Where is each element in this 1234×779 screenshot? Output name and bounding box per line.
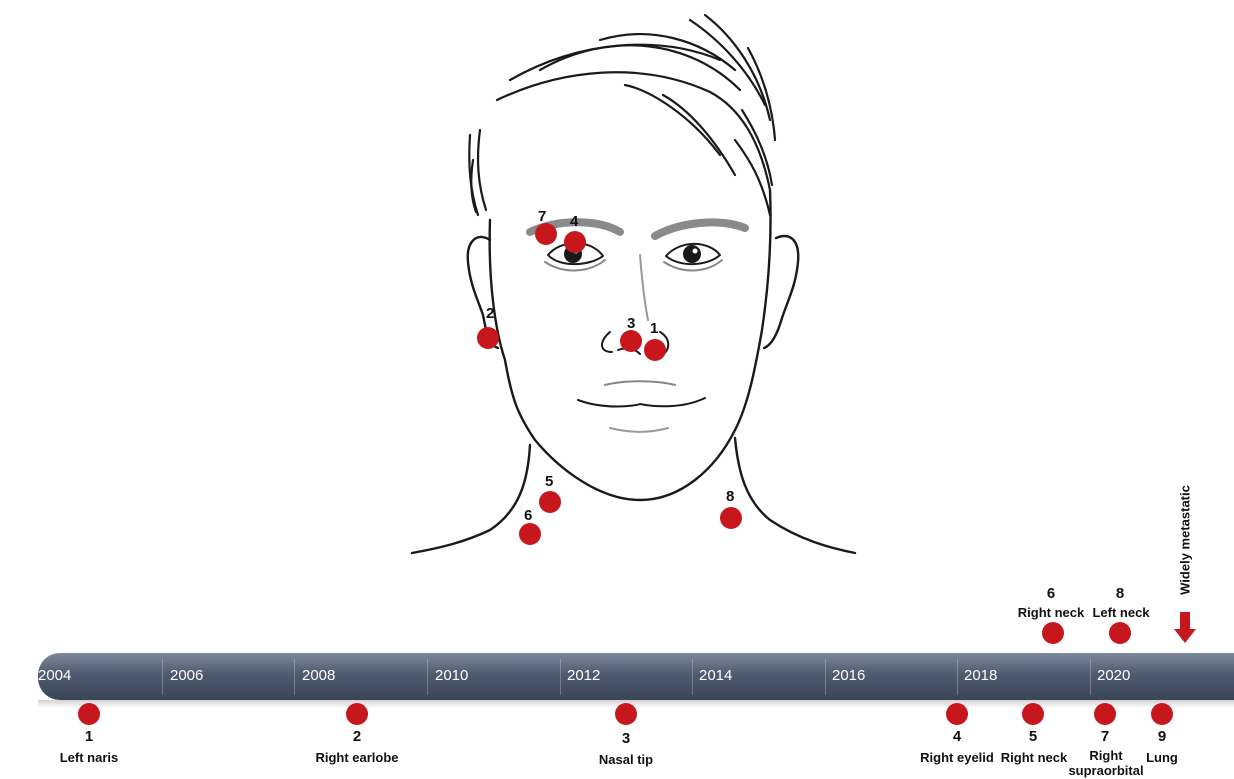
event-dot-icon (946, 703, 968, 725)
face-lesion-number: 2 (486, 306, 494, 321)
end-marker-label-wrap: Widely metastatic (1174, 476, 1196, 604)
event-label: Right neck (1006, 606, 1096, 621)
lesion-dot-icon (477, 327, 499, 349)
year-label: 2020 (1097, 668, 1130, 683)
event-dot-icon (615, 703, 637, 725)
year-divider (294, 659, 295, 695)
face-lesion-number: 8 (726, 489, 734, 504)
lesion-dot-icon (519, 523, 541, 545)
event-label: Lung (1142, 751, 1182, 766)
event-label: Right earlobe (297, 751, 417, 766)
event-dot-icon (1042, 622, 1064, 644)
eyebrows (530, 222, 745, 236)
lesion-dot-icon (620, 330, 642, 352)
year-divider (692, 659, 693, 695)
mouth (578, 381, 705, 432)
event-dot-icon (1022, 703, 1044, 725)
lesion-dot-icon (644, 339, 666, 361)
year-label: 2012 (567, 668, 600, 683)
event-dot-icon (1151, 703, 1173, 725)
event-label: Nasal tip (581, 753, 671, 768)
year-label: 2004 (38, 668, 71, 683)
face-lesion-number: 4 (570, 214, 578, 229)
event-number: 4 (940, 728, 974, 745)
face-lesion-number: 1 (650, 321, 658, 336)
face-lesion-number: 6 (524, 508, 532, 523)
year-divider (162, 659, 163, 695)
face-lesion-number: 7 (538, 209, 546, 224)
event-number: 2 (340, 728, 374, 745)
year-label: 2006 (170, 668, 203, 683)
event-label: Right eyelid (912, 751, 1002, 766)
lesion-dot-icon (720, 507, 742, 529)
year-divider (427, 659, 428, 695)
event-dot-icon (346, 703, 368, 725)
event-number: 5 (1016, 728, 1050, 745)
lesion-dot-icon (535, 223, 557, 245)
year-label: 2010 (435, 668, 468, 683)
down-arrow-icon (1174, 612, 1196, 644)
event-number: 8 (1105, 585, 1135, 602)
event-dot-icon (1094, 703, 1116, 725)
timeline-bar: 2004 2006 2008 2010 2012 2014 2016 2018 … (38, 653, 1234, 700)
end-marker-label: Widely metastatic (1178, 485, 1193, 595)
year-label: 2014 (699, 668, 732, 683)
event-label: Right supraorbital (1064, 749, 1148, 779)
year-label: 2018 (964, 668, 997, 683)
year-divider (957, 659, 958, 695)
face-outline (412, 190, 855, 553)
event-number: 3 (609, 730, 643, 747)
face-lesion-number: 5 (545, 474, 553, 489)
lesion-dot-icon (564, 231, 586, 253)
lesion-dot-icon (539, 491, 561, 513)
face-lesion-number: 3 (627, 316, 635, 331)
year-divider (825, 659, 826, 695)
event-number: 1 (72, 728, 106, 745)
event-dot-icon (78, 703, 100, 725)
year-label: 2016 (832, 668, 865, 683)
year-divider (1090, 659, 1091, 695)
event-label: Left naris (39, 751, 139, 766)
event-dot-icon (1109, 622, 1131, 644)
event-label: Right neck (997, 751, 1071, 766)
year-divider (560, 659, 561, 695)
event-number: 6 (1036, 585, 1066, 602)
year-label: 2008 (302, 668, 335, 683)
event-number: 9 (1145, 728, 1179, 745)
hair-strokes (469, 15, 775, 215)
event-number: 7 (1088, 728, 1122, 745)
event-label: Left neck (1085, 606, 1157, 621)
